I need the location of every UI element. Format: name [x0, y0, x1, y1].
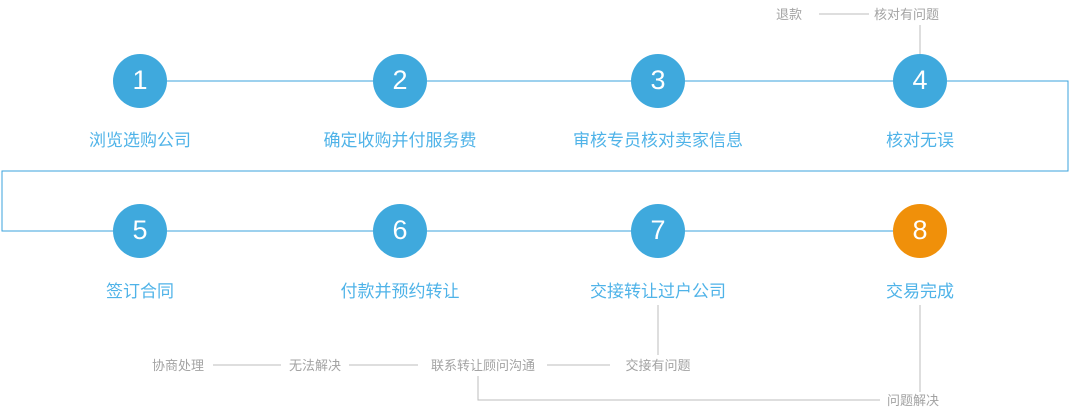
- branch-line-contact-down-to-resolved: [477, 376, 880, 401]
- step-label-5: 签订合同: [106, 282, 174, 301]
- step-label-6: 付款并预约转让: [340, 282, 460, 301]
- branch-label-negotiate: 协商处理: [151, 358, 205, 373]
- step-label-7: 交接转让过户公司: [590, 282, 726, 301]
- step-node-1[interactable]: 1: [113, 54, 167, 108]
- step-number-7: 7: [650, 214, 666, 245]
- step-number-3: 3: [650, 64, 666, 95]
- step-label-3: 审核专员核对卖家信息: [573, 131, 743, 150]
- step-node-7[interactable]: 7: [631, 204, 685, 258]
- branch-label-resolved: 问题解决: [887, 393, 940, 408]
- step-node-4[interactable]: 4: [893, 54, 947, 108]
- step-node-6[interactable]: 6: [373, 204, 427, 258]
- step-label-2: 确定收购并付服务费: [323, 131, 477, 150]
- branch-label-handover-problem: 交接有问题: [625, 358, 691, 373]
- step-number-2: 2: [392, 64, 408, 95]
- step-number-4: 4: [912, 64, 928, 95]
- step-label-8: 交易完成: [886, 282, 954, 301]
- branch-label-contact-advisor: 联系转让顾问沟通: [430, 358, 536, 373]
- step-number-8: 8: [912, 214, 928, 245]
- step-node-3[interactable]: 3: [631, 54, 685, 108]
- branch-label-check-problem: 核对有问题: [874, 7, 940, 22]
- step-number-1: 1: [132, 64, 148, 95]
- step-node-8[interactable]: 8: [893, 204, 947, 258]
- step-node-5[interactable]: 5: [113, 204, 167, 258]
- step-label-4: 核对无误: [886, 131, 954, 150]
- step-number-5: 5: [132, 214, 148, 245]
- step-label-1: 浏览选购公司: [89, 131, 191, 150]
- step-number-6: 6: [392, 214, 408, 245]
- step-node-2[interactable]: 2: [373, 54, 427, 108]
- connector-4-5-wrap: [1, 80, 1069, 232]
- branch-label-unresolved: 无法解决: [288, 358, 342, 373]
- branch-label-refund: 退款: [776, 7, 803, 22]
